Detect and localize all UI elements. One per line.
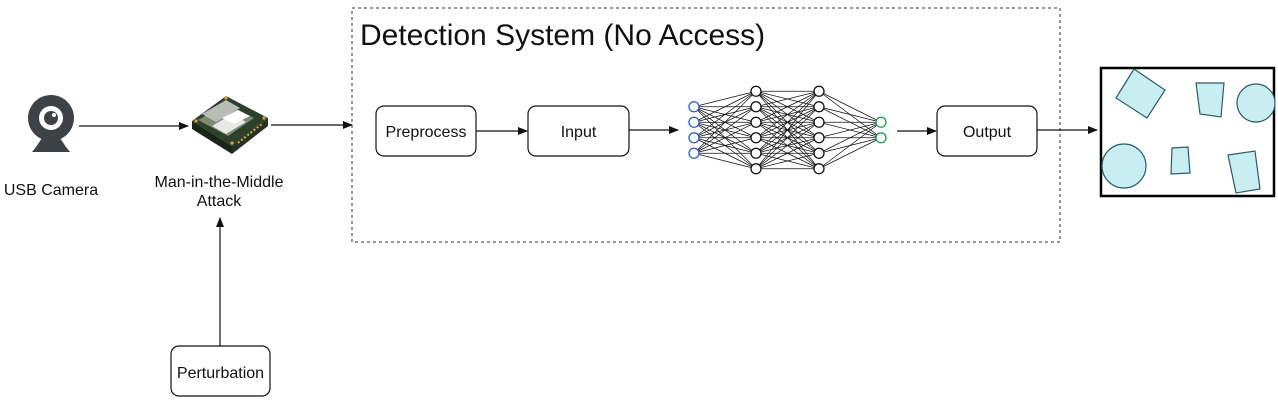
nn-node <box>813 163 825 175</box>
nn-node <box>813 101 825 113</box>
nn-node <box>813 116 825 128</box>
nn-connection <box>755 121 820 170</box>
nn-node <box>688 147 700 159</box>
nn-connection <box>693 90 757 123</box>
neural-network-icon <box>688 85 887 175</box>
webcam-icon <box>28 95 74 152</box>
nn-node <box>688 116 700 128</box>
nn-node <box>750 147 762 159</box>
nn-node <box>750 85 762 97</box>
nn-connection <box>755 91 820 169</box>
result-shape-circle-1 <box>1236 83 1276 123</box>
result-shape-quad-1 <box>1195 82 1225 118</box>
output-box <box>936 105 1038 157</box>
preprocess-label: Preprocess <box>386 124 467 141</box>
nn-connection <box>693 90 757 139</box>
nn-connection <box>693 121 757 154</box>
nn-connection <box>693 90 757 108</box>
nn-node <box>750 101 762 113</box>
output-label: Output <box>963 124 1012 141</box>
nn-connection <box>755 91 820 154</box>
input-box <box>527 105 630 157</box>
single-board-computer-icon <box>192 96 268 154</box>
nn-node <box>813 132 825 144</box>
nn-node <box>750 132 762 144</box>
nn-connection <box>818 121 882 154</box>
detection-system-title: Detection System (No Access) <box>360 19 765 52</box>
nn-connection <box>818 121 882 170</box>
nn-connection <box>755 152 820 170</box>
nn-node <box>813 147 825 159</box>
result-shape-quad-2 <box>1227 150 1261 194</box>
perturbation-label: Perturbation <box>177 365 264 382</box>
nn-node <box>813 85 825 97</box>
nn-connection <box>693 137 757 154</box>
nn-node <box>688 132 700 144</box>
result-shape-trapezoid <box>1170 146 1191 175</box>
nn-connection <box>755 90 820 108</box>
nn-node <box>875 116 887 128</box>
nn-connection <box>755 90 820 139</box>
nn-connection <box>818 121 882 139</box>
nn-connection <box>693 106 757 154</box>
nn-connection <box>818 137 882 170</box>
nn-connection <box>755 137 820 170</box>
nn-node <box>750 116 762 128</box>
nn-connection <box>818 106 882 123</box>
nn-node <box>688 101 700 113</box>
input-label: Input <box>561 124 597 141</box>
mitm-label-line2: Attack <box>197 193 242 210</box>
detection-result-image <box>1099 66 1276 198</box>
nn-connection <box>693 152 757 170</box>
detection-system-box <box>351 7 1061 243</box>
nn-connection <box>755 106 820 169</box>
nn-connection <box>693 91 757 154</box>
result-shape-diamond <box>1115 68 1166 119</box>
nn-node <box>875 132 887 144</box>
nn-node <box>750 163 762 175</box>
usb-camera-label: USB Camera <box>4 182 98 199</box>
result-shape-circle-2 <box>1101 143 1147 189</box>
nn-connection <box>818 90 882 123</box>
nn-connection <box>755 90 820 123</box>
mitm-label-line1: Man-in-the-Middle <box>155 174 284 191</box>
